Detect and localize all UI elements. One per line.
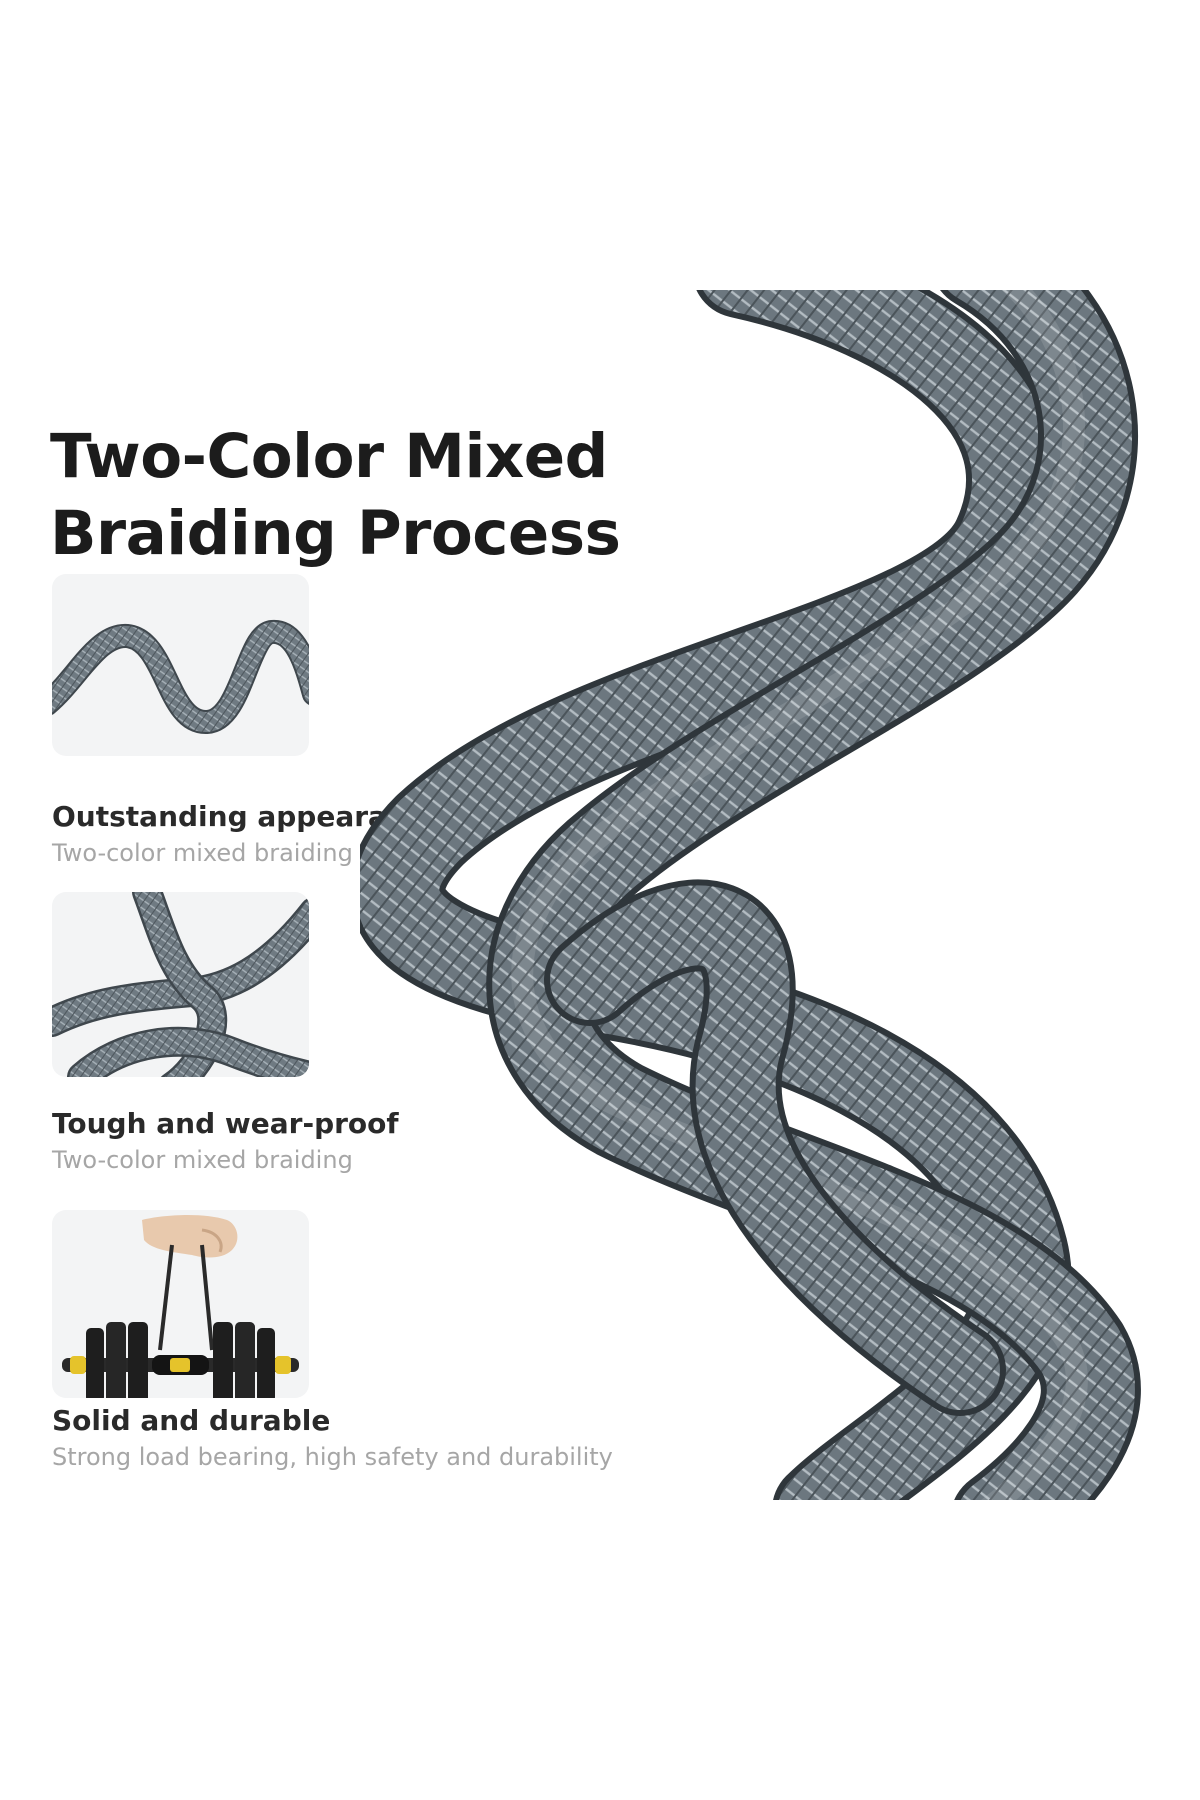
headline: Two-Color Mixed Braiding Process [50, 418, 621, 572]
knotted-cable-icon [52, 892, 309, 1077]
feature-title-2: Tough and wear-proof [52, 1107, 399, 1140]
feature-subtitle-2: Two-color mixed braiding [52, 1146, 353, 1174]
headline-line-2: Braiding Process [50, 498, 621, 569]
feature-subtitle-1: Two-color mixed braiding [52, 839, 353, 867]
dumbbell-lift-icon [52, 1210, 309, 1398]
braided-cable-image [360, 290, 1200, 1500]
wavy-cable-icon [52, 574, 309, 756]
headline-line-1: Two-Color Mixed [50, 421, 608, 492]
feature-subtitle-3: Strong load bearing, high safety and dur… [52, 1443, 613, 1471]
feature-title-3: Solid and durable [52, 1404, 331, 1437]
